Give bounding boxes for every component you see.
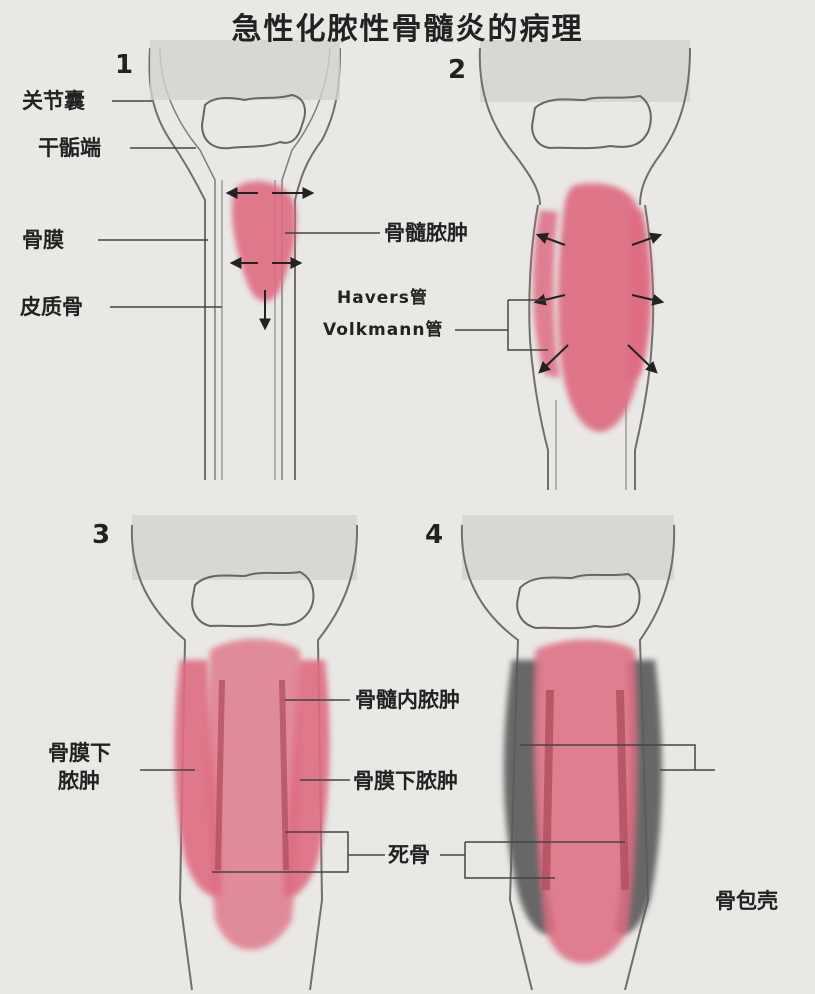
label-metaphysis: 干骺端 (38, 135, 101, 161)
panel-2-bone (455, 40, 690, 490)
label-subperiosteal-right: 骨膜下脓肿 (353, 768, 458, 794)
label-marrow-abscess: 骨髓脓肿 (384, 220, 468, 246)
panel-4-bone (440, 515, 715, 990)
label-volkmann-canal: Volkmann管 (323, 320, 443, 341)
panel-1-bone (98, 40, 380, 480)
label-subperiosteal-left-line2: 脓肿 (58, 768, 100, 794)
panel-number-2: 2 (448, 55, 466, 85)
panel-number-3: 3 (92, 520, 110, 550)
diagram-title: 急性化脓性骨髓炎的病理 (0, 4, 815, 48)
label-intramedullary-abscess: 骨髓内脓肿 (355, 687, 460, 713)
label-periosteum: 骨膜 (22, 227, 64, 253)
label-involucrum: 骨包壳 (715, 888, 778, 914)
label-subperiosteal-left-line1: 骨膜下 (48, 740, 111, 766)
label-sequestrum: 死骨 (388, 842, 430, 868)
panel-number-1: 1 (115, 50, 133, 80)
label-havers-canal: Havers管 (337, 288, 428, 309)
label-cortical-bone: 皮质骨 (20, 294, 83, 320)
panel-3-bone (132, 515, 385, 990)
panel-number-4: 4 (425, 520, 443, 550)
label-joint-capsule: 关节囊 (22, 88, 85, 114)
